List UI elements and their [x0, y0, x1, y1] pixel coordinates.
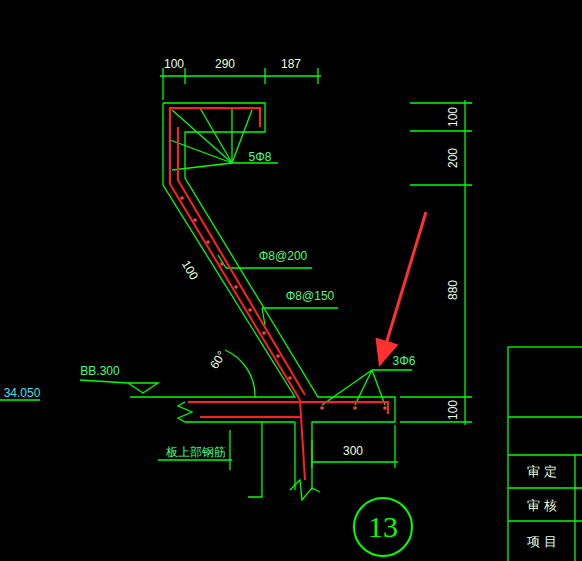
title-cell: 审 核: [527, 499, 557, 512]
dimension: 290: [215, 58, 235, 70]
drawing-number-circle: 13: [353, 497, 413, 557]
title-cell: 项 目: [527, 535, 557, 548]
rebar-callout: Φ8@150: [286, 290, 334, 302]
angle-label: 60°: [208, 349, 228, 371]
dimension: 200: [447, 148, 459, 168]
note: 板上部钢筋: [166, 446, 226, 458]
slab-mark: BB.300: [80, 365, 119, 377]
rebar-callout: 5Φ8: [249, 151, 272, 163]
dimension: 100: [447, 107, 459, 127]
elevation: 34.050: [4, 387, 41, 399]
dimension: 100: [180, 258, 201, 281]
dimension: 880: [447, 280, 459, 300]
dimension: 100: [447, 400, 459, 420]
dimension: 100: [164, 58, 184, 70]
dimension: 300: [343, 445, 363, 457]
rebar-callout: Φ8@200: [259, 250, 307, 262]
rebar-callout: 3Φ6: [393, 355, 416, 367]
title-cell: 审 定: [527, 465, 557, 478]
drawing-number: 13: [368, 510, 398, 544]
dimension: 187: [281, 58, 301, 70]
